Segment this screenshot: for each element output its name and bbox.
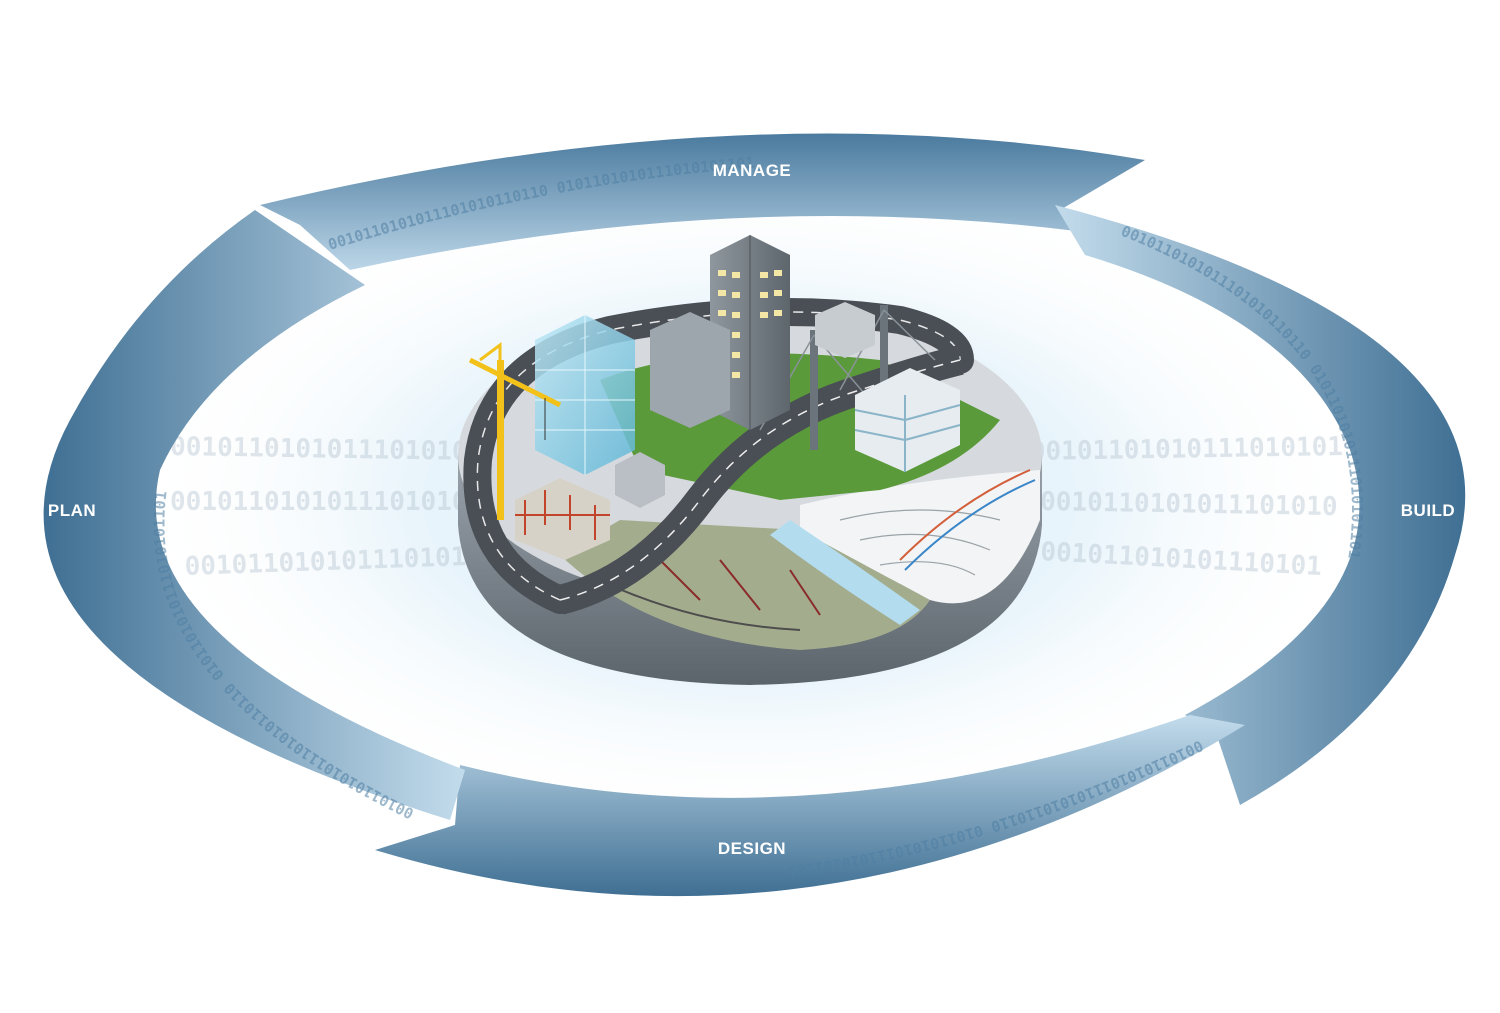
office-block-icon [854, 368, 961, 472]
city-island-icon [458, 235, 1042, 685]
steel-frame-icon [515, 478, 610, 560]
phase-label-build: BUILD [1401, 501, 1455, 520]
crane-icon [468, 342, 562, 520]
phase-label-manage: MANAGE [713, 161, 792, 180]
glass-building-icon [535, 315, 635, 475]
office-building-icon [650, 312, 730, 428]
contour-map-icon [800, 470, 1040, 604]
phase-label-plan: PLAN [48, 501, 96, 520]
phase-label-design: DESIGN [718, 839, 786, 858]
